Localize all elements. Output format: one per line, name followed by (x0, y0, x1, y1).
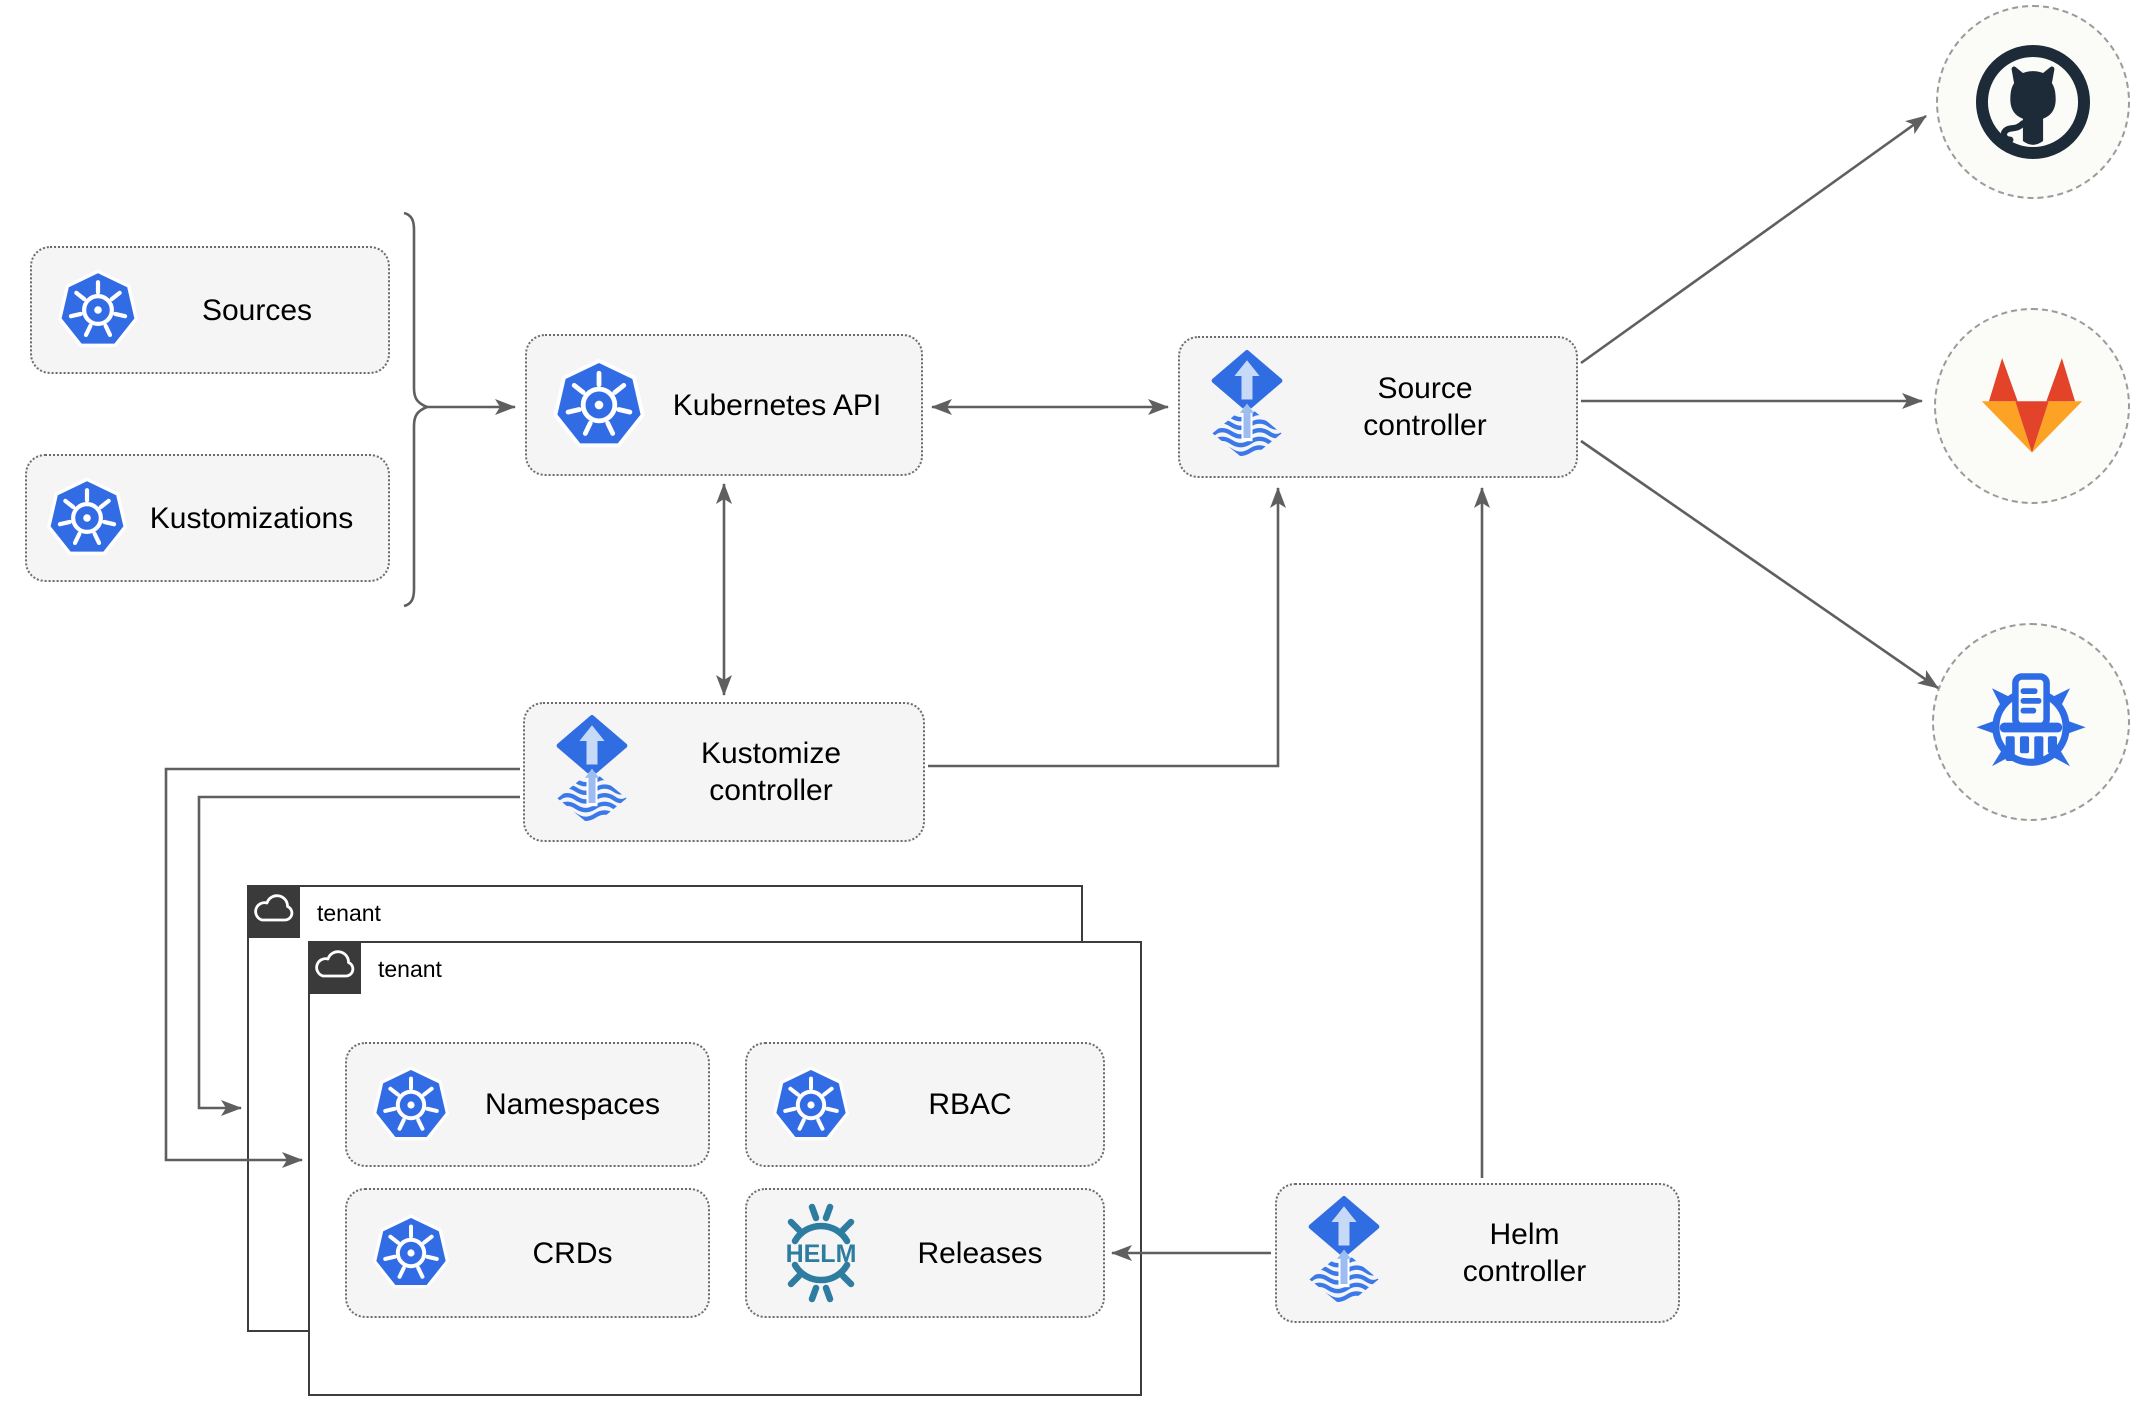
releases-node: HELM Releases (745, 1188, 1105, 1318)
cloud-tab (246, 884, 300, 938)
kubernetes-icon (56, 268, 140, 352)
node-label: Helm controller (1385, 1216, 1678, 1290)
node-label: Namespaces (484, 1088, 661, 1121)
rbac-node: RBAC (745, 1042, 1105, 1167)
sources-node: Sources (30, 246, 390, 374)
kubernetes-icon (551, 357, 647, 453)
node-label: RBAC (928, 1088, 1012, 1121)
helm-icon: HELM (771, 1203, 871, 1303)
edge-kustomize-to-source (928, 487, 1286, 768)
kubernetes-icon (371, 1213, 451, 1293)
tenant-label: tenant (378, 956, 442, 982)
gitlab-icon (1981, 358, 2083, 453)
node-label-line1: Helm (1489, 1218, 1560, 1251)
crds-node: CRDs (345, 1188, 710, 1318)
node-label: Kustomizations (149, 501, 354, 535)
edge-source-to-github (1580, 114, 1927, 365)
kubernetes-icon (771, 1065, 851, 1145)
node-label-line2: controller (1462, 1255, 1587, 1288)
node-label-line1: Kustomize (700, 737, 842, 770)
registry-portal (1932, 623, 2130, 821)
node-label: Sources (201, 293, 313, 327)
flux-icon (551, 715, 633, 829)
node-label: Kubernetes API (672, 388, 882, 422)
node-label: Source controller (1288, 370, 1576, 444)
kustomize-controller-node: Kustomize controller (523, 702, 925, 842)
flux-icon (1206, 350, 1288, 464)
kubernetes-api-node: Kubernetes API (525, 334, 923, 476)
helm-controller-node: Helm controller (1275, 1183, 1680, 1323)
harbor-registry-icon (1966, 657, 2096, 787)
node-label: CRDs (532, 1236, 613, 1270)
kubernetes-icon (371, 1065, 451, 1145)
brace-sources-group (403, 211, 431, 608)
source-controller-node: Source controller (1178, 336, 1578, 478)
node-label: Kustomize controller (633, 735, 923, 809)
namespaces-node: Namespaces (345, 1042, 710, 1167)
tenant-label: tenant (317, 900, 381, 926)
cloud-tab (307, 940, 361, 994)
kubernetes-icon (45, 476, 129, 560)
tenant-box-front: tenant (307, 940, 1142, 1396)
node-label-line2: controller (1363, 409, 1487, 442)
node-label-line1: Source (1377, 372, 1473, 405)
helm-logo-text: HELM (786, 1240, 857, 1268)
node-label-line2: controller (709, 774, 833, 807)
kustomizations-node: Kustomizations (25, 454, 390, 582)
cloud-icon (315, 950, 355, 978)
node-label: Releases (917, 1236, 1043, 1270)
github-portal (1936, 5, 2130, 199)
github-icon (1970, 39, 2096, 165)
gitlab-portal (1934, 308, 2130, 504)
edge-source-to-registry (1580, 439, 1939, 690)
flux-icon (1303, 1196, 1385, 1310)
cloud-icon (254, 894, 294, 922)
